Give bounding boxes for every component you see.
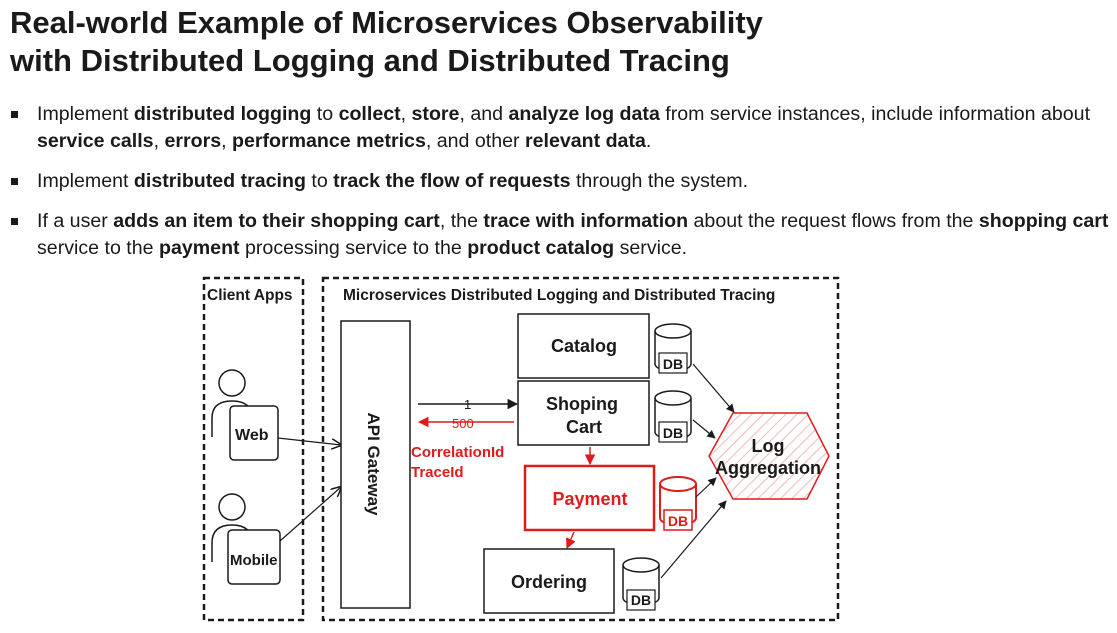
slide-title: Real-world Example of Microservices Obse… [10,4,1100,80]
web-client-label: Web [235,427,269,444]
bullet-item: If a user adds an item to their shopping… [10,208,1115,262]
title-line-2: with Distributed Logging and Distributed… [10,43,730,78]
bullet-text: , and other [425,130,525,152]
bullet-emphasis: payment [158,237,240,259]
mobile-client-box[interactable] [227,529,281,585]
bullet-marker [11,111,18,118]
bullet-emphasis: distributed tracing [133,170,306,192]
mobile-to-gateway-arrow [279,487,341,542]
bullet-text: , [221,130,232,152]
bullet-text: , and [459,103,509,125]
bullet-emphasis: adds an item to their shopping cart [113,210,440,232]
bullet-marker [11,218,18,225]
title-line-1: Real-world Example of Microservices Obse… [10,5,763,40]
trace-id-label: TraceId [411,464,464,481]
client-apps-label: Client Apps [207,287,293,304]
microservices-group-label: Microservices Distributed Logging and Di… [343,287,775,304]
bullet-emphasis: relevant data [524,130,646,152]
bullet-text: Implement [37,103,134,125]
log-aggregation-label-line1: Log [752,436,785,456]
bullet-marker [11,178,18,185]
ordering-service-box[interactable] [483,548,615,614]
ordering-db-to-log-arrow [660,500,727,579]
ordering-db-icon [622,557,660,611]
shopping-cart-service-box[interactable] [517,380,650,446]
bullet-text: to [305,170,334,192]
catalog-service-label: Catalog [551,336,617,356]
bullet-text: Implement [37,170,134,192]
request-number-label: 1 [464,397,471,412]
bullet-text: . [645,130,652,152]
web-to-gateway-arrow [277,437,341,445]
log-aggregation-label-line2: Aggregation [715,458,821,478]
bullet-text: If a user [37,210,114,232]
shopping-cart-label-line1: Shoping [546,394,618,414]
bullet-emphasis: distributed logging [133,103,312,125]
microservices-group [321,276,840,622]
shopping-cart-label-line2: Cart [566,417,602,437]
catalog-db-to-log-arrow [692,363,735,413]
bullet-item: Implement distributed logging to collect… [10,101,1115,155]
bullet-list: Implement distributed logging to collect… [10,101,1115,275]
bullet-text: service to the [37,237,159,259]
log-aggregation-hexagon[interactable] [708,412,830,500]
correlation-id-label: CorrelationId [411,444,504,461]
ordering-service-label: Ordering [511,572,587,592]
bullet-text: from service instances, include informat… [659,103,1091,125]
cart-db-icon [654,390,692,443]
bullet-emphasis: errors [164,130,222,152]
bullet-emphasis: trace with information [483,210,689,232]
client-apps-group [202,276,305,622]
bullet-text: , [400,103,412,125]
bullet-text: service. [614,237,688,259]
payment-service-box[interactable] [523,464,656,532]
bullet-emphasis: shopping cart [978,210,1109,232]
mobile-client-label: Mobile [230,552,278,569]
cart-db-to-log-arrow [692,419,716,439]
catalog-service-box[interactable] [517,313,650,379]
payment-db-label: DB [668,513,688,529]
bullet-emphasis: performance metrics [232,130,426,152]
payment-service-label: Payment [552,489,627,509]
catalog-db-icon [654,323,692,374]
bullet-text: to [311,103,339,125]
bullet-emphasis: track the flow of requests [333,170,571,192]
bullet-text: processing service to the [239,237,468,259]
bullet-text: , [153,130,165,152]
payment-db-to-log-arrow [695,477,717,498]
catalog-db-label: DB [663,356,683,372]
bullet-item: Implement distributed tracing to track t… [10,168,1115,195]
bullet-text: , the [439,210,484,232]
web-client-box[interactable] [229,405,279,461]
bullet-emphasis: product catalog [467,237,615,259]
api-gateway-box[interactable] [340,320,411,609]
bullet-emphasis: service calls [37,130,154,152]
bullet-text: about the request flows from the [688,210,979,232]
bullet-text: through the system. [570,170,749,192]
cart-db-label: DB [663,425,683,441]
payment-to-ordering-arrow [565,531,576,549]
payment-db-icon [659,476,697,531]
ordering-db-label: DB [631,592,651,608]
error-code-label: 500 [452,416,474,431]
bullet-emphasis: collect [338,103,401,125]
api-gateway-label: API Gateway [364,413,383,517]
bullet-emphasis: analyze log data [508,103,660,125]
bullet-emphasis: store [411,103,460,125]
